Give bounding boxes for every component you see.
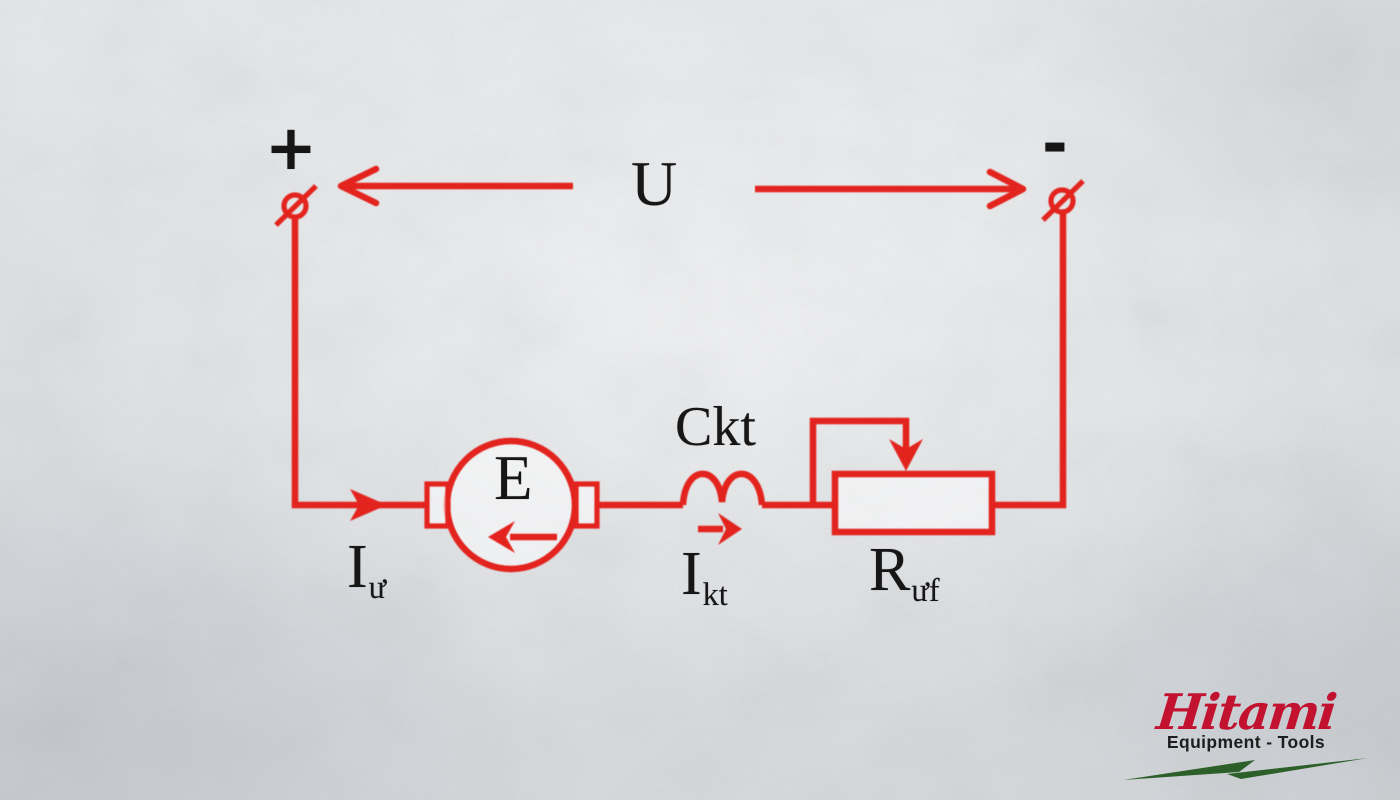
- negative-terminal-icon: [1041, 179, 1085, 222]
- positive-terminal-label: +: [265, 111, 317, 184]
- brand-logo: Hitami Equipment - Tools: [1120, 683, 1372, 782]
- field-winding-label: Ckt: [675, 396, 756, 458]
- field-current-sub: kt: [702, 575, 728, 612]
- rheostat-body: [831, 470, 996, 536]
- armature-current-sub: ư: [368, 568, 387, 605]
- rheostat-wiper-arrow-icon: [809, 417, 923, 505]
- emf-label: E: [494, 443, 533, 513]
- voltage-arrow-left-icon: [337, 165, 573, 207]
- armature-current-base: I: [347, 533, 368, 601]
- field-resistor-sub: ưf: [911, 571, 940, 608]
- emf-direction-arrow-icon: [488, 521, 557, 553]
- field-resistor-base: R: [869, 536, 911, 604]
- lightning-bolt-icon: [1123, 758, 1368, 780]
- motor-symbol: [424, 437, 600, 573]
- field-current-arrow-icon: [698, 513, 742, 545]
- field-resistor-label: Rưf: [869, 536, 940, 606]
- field-winding-coil: [679, 470, 766, 506]
- brand-tagline: Equipment - Tools: [1166, 732, 1326, 752]
- positive-terminal-icon: [274, 184, 318, 227]
- motor-brush-left: [424, 481, 451, 529]
- voltage-label: U: [631, 148, 678, 219]
- armature-current-label: Iư: [347, 533, 386, 603]
- negative-terminal-label: -: [1042, 107, 1068, 180]
- armature-current-arrow-icon: [350, 489, 387, 521]
- voltage-arrow-right-icon: [755, 168, 1027, 210]
- wire-right-loop: [992, 213, 1067, 509]
- brand-name: Hitami: [1154, 683, 1338, 741]
- motor-brush-right: [573, 481, 600, 529]
- field-current-base: I: [681, 540, 702, 608]
- wire-left-loop: [291, 218, 428, 509]
- field-current-label: Ikt: [681, 540, 728, 610]
- rheostat-symbol: [809, 417, 996, 536]
